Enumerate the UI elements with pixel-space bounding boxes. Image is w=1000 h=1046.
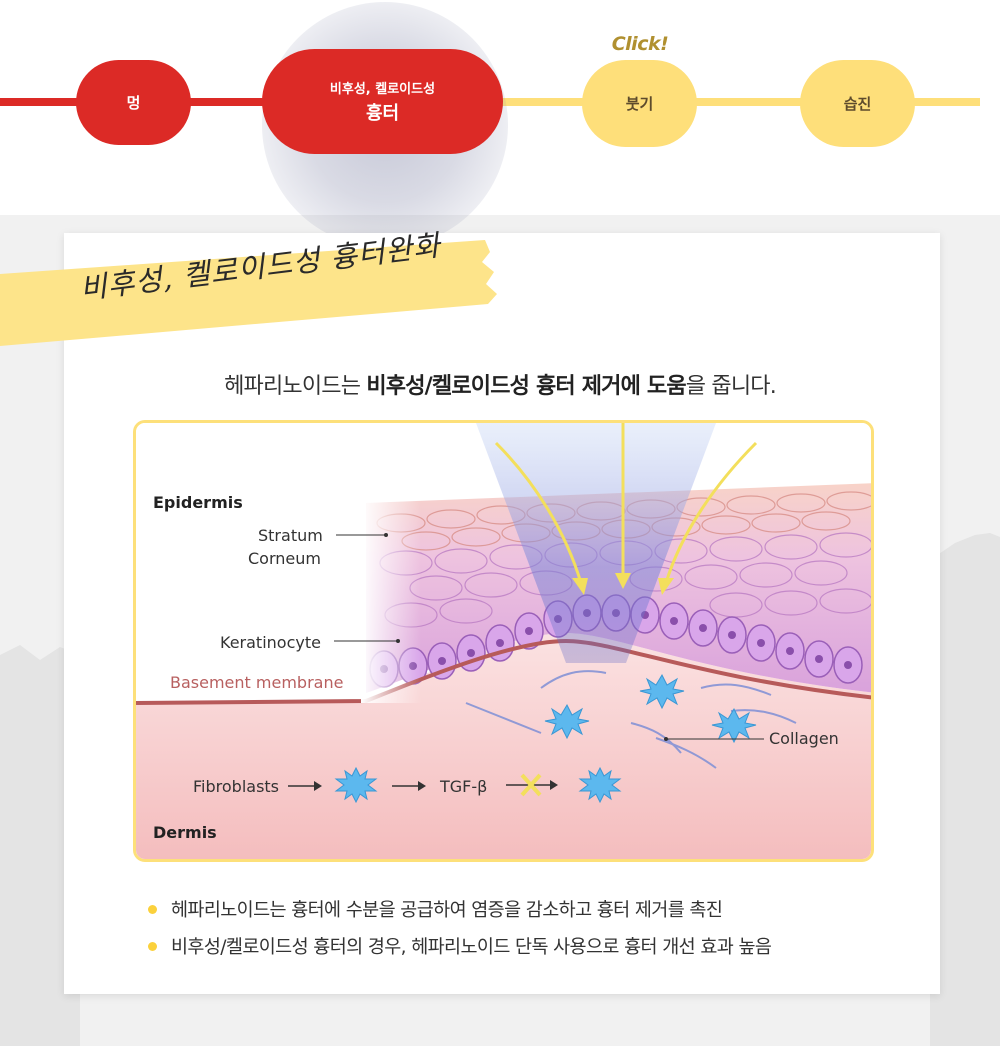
keratinocyte-label: Keratinocyte [220,633,321,652]
tgf-beta-label: TGF-β [440,777,488,796]
epidermis-label: Epidermis [153,493,243,512]
skin-diagram: Epidermis Stratum Corneum Keratinocyte B… [133,420,874,862]
headline-bold: 비후성/켈로이드성 흉터 제거에 도움 [366,374,686,399]
step-swelling[interactable]: 붓기 [582,60,697,147]
bullet-text: 비후성/켈로이드성 흉터의 경우, 헤파리노이드 단독 사용으로 흉터 개선 효… [171,937,772,958]
step-label-line2: 흉터 [365,103,400,124]
title-ribbon [0,240,497,346]
basement-membrane-label: Basement membrane [170,673,344,692]
headline: 헤파리노이드는 비후성/켈로이드성 흉터 제거에 도움을 줍니다. [0,368,1000,400]
step-label: 멍 [126,94,141,112]
collagen-label: Collagen [769,729,839,748]
skin-illustration [136,423,871,859]
bullet-dot-icon [148,941,157,951]
bullet-text: 헤파리노이드는 흉터에 수분을 공급하여 염증을 감소하고 흉터 제거를 촉진 [171,900,723,921]
bullet-dot-icon [148,904,157,914]
fibroblast-cell-icon [578,766,622,804]
fibroblast-cell-icon [334,766,378,804]
headline-pre: 헤파리노이드는 [224,374,367,399]
background-mountains [0,533,1000,1046]
step-scar[interactable]: 비후성, 켈로이드성 흉터 [262,49,503,154]
stratum-corneum-label-line2: Corneum [248,549,321,568]
fibroblasts-label: Fibroblasts [193,777,280,796]
step-label: 습진 [843,95,872,113]
step-eczema[interactable]: 습진 [800,60,915,147]
arrow-right-icon [392,781,426,791]
headline-post: 을 줍니다. [685,374,777,399]
click-badge: Click! [611,33,669,55]
step-label: 붓기 [625,95,654,113]
blocked-arrow-icon [506,773,558,797]
arrow-right-icon [288,781,322,791]
bullet-item: 헤파리노이드는 흉터에 수분을 공급하여 염증을 감소하고 흉터 제거를 촉진 [148,896,723,922]
dermis-label: Dermis [153,823,217,842]
progress-track-done [0,98,390,106]
bullet-item: 비후성/켈로이드성 흉터의 경우, 헤파리노이드 단독 사용으로 흉터 개선 효… [148,933,772,959]
step-label-line1: 비후성, 켈로이드성 [329,82,436,97]
step-bruise[interactable]: 멍 [76,60,191,145]
stratum-corneum-label-line1: Stratum [258,526,323,545]
